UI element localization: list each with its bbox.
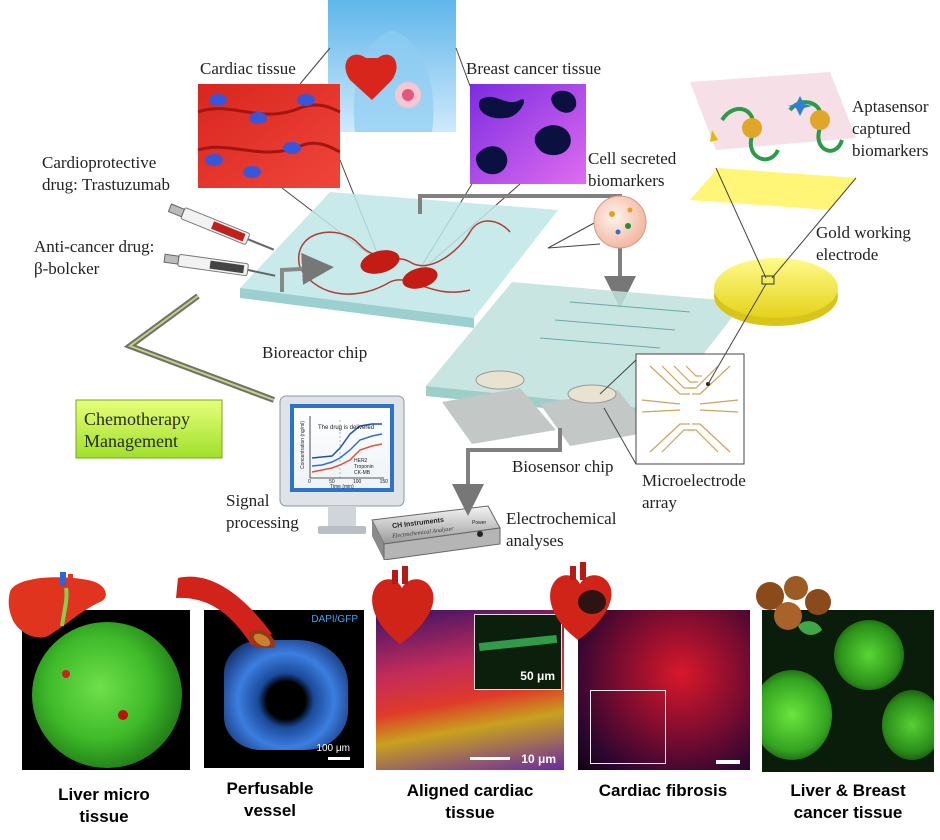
- gold-electrode-icon: [707, 258, 838, 385]
- plot-series-ckmb: [311, 443, 383, 473]
- caption-cardiac-fibrosis: Cardiac fibrosis: [598, 781, 728, 800]
- label-cardiac-tissue: Cardiac tissue: [200, 59, 296, 78]
- schematic: [75, 0, 857, 560]
- bioreactor-chip: [240, 192, 558, 328]
- monitor-plot-xticks: 0 50 100 150: [308, 479, 388, 485]
- monitor-plot-ylabel: Concentration (ng/ml): [300, 420, 306, 470]
- syringe-beta-blocker-icon: [163, 253, 276, 277]
- liver-icon: [8, 572, 106, 638]
- xtick: 150: [379, 479, 388, 485]
- cardiac-tissue-block: [197, 84, 341, 188]
- cardiac-inset-scale: 50 μm: [520, 669, 555, 683]
- breast-cancer-tissue-block: [470, 84, 586, 184]
- human-body-illustration: [328, 0, 456, 132]
- label-biosensor-chip: Biosensor chip: [512, 457, 614, 476]
- monitor-plot: [309, 416, 384, 479]
- cardiac-scale: 10 μm: [521, 752, 556, 766]
- vessel-scale-label: 100 μm: [316, 743, 350, 754]
- chemotherapy-box: [75, 399, 223, 459]
- microelectrode-array-icon: [599, 353, 745, 465]
- legend-her2: HER2: [354, 458, 368, 464]
- heart-icon: [372, 566, 434, 644]
- micrograph-vessel: DAPI/GFP 100 μm: [204, 610, 364, 768]
- micrograph-cardiac-fibrosis: [578, 610, 750, 770]
- monitor-plot-legend: HER2 Troponin CK-MB: [354, 458, 374, 476]
- label-breast-cancer-tissue: Breast cancer tissue: [466, 59, 601, 78]
- micrograph-liver: [22, 610, 190, 770]
- vessel-stain-label: DAPI/GFP: [311, 614, 358, 625]
- spheroids-icon: [756, 576, 831, 635]
- fibrotic-heart-icon: [550, 562, 612, 640]
- biomarker-bubble-icon: [547, 195, 647, 249]
- monitor-plot-xlabel: Time (min): [330, 484, 354, 490]
- label-bioreactor-chip: Bioreactor chip: [262, 343, 368, 362]
- xtick: 0: [308, 479, 311, 485]
- plot-series-troponin: [311, 433, 383, 467]
- label-anticancer-drug: Anti-cancer drug:β-bolcker: [34, 237, 155, 278]
- feedback-arrow: [123, 293, 276, 403]
- legend-troponin: Troponin: [354, 464, 374, 470]
- syringe-trastuzumab-icon: [167, 203, 275, 251]
- analyzer-power-label: Power: [472, 520, 487, 526]
- monitor-plot-annotation: The drug is delivered: [318, 425, 375, 431]
- legend-ckmb: CK-MB: [354, 470, 371, 476]
- xtick: 100: [352, 479, 362, 485]
- heart-icon: [345, 54, 397, 100]
- aptasensor-box: [690, 72, 857, 279]
- signal-arrow: [452, 428, 562, 516]
- vessel-icon: [176, 576, 275, 648]
- xtick: 50: [329, 479, 335, 485]
- plot-series-her2: [311, 423, 382, 459]
- micrograph-cancer-spheroids: [762, 610, 934, 772]
